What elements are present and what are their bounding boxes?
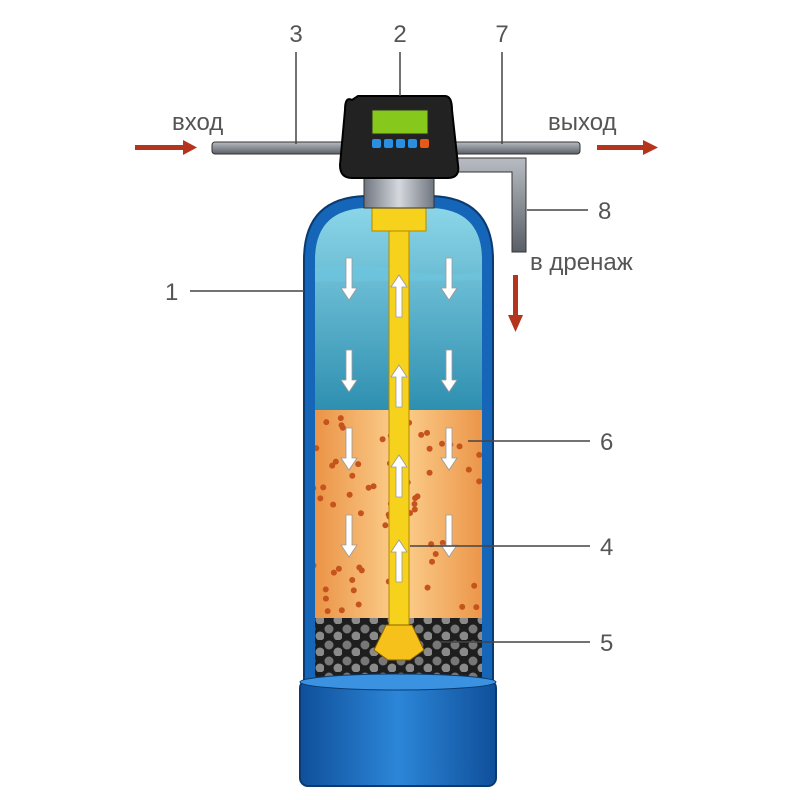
media-grain	[332, 458, 339, 465]
media-grain	[432, 551, 439, 558]
lcd-display	[371, 109, 429, 135]
media-grain	[414, 493, 421, 500]
media-grain	[330, 569, 337, 576]
media-grain	[426, 445, 433, 452]
label-7: 7	[495, 21, 508, 48]
outlet-label: выход	[548, 109, 617, 136]
label-2: 2	[393, 21, 406, 48]
down-arrow-icon	[340, 349, 358, 393]
media-grain	[337, 415, 344, 422]
down-arrow-icon	[340, 514, 358, 558]
down-arrow-icon	[340, 427, 358, 471]
media-grain	[329, 462, 336, 469]
media-grain	[338, 607, 345, 614]
label-3: 3	[289, 21, 302, 48]
media-grain	[322, 586, 329, 593]
media-grain	[424, 584, 431, 591]
media-grain	[456, 443, 463, 450]
media-grain	[356, 564, 363, 571]
media-grain	[382, 522, 389, 529]
up-arrow-icon	[390, 539, 408, 583]
media-grain	[476, 451, 482, 458]
media-grain	[355, 601, 362, 608]
collar	[363, 177, 435, 209]
media-grain	[349, 472, 356, 479]
down-arrow-icon	[440, 257, 458, 301]
control-buttons	[372, 139, 429, 148]
media-grain	[350, 587, 357, 594]
control-valve	[338, 95, 460, 179]
down-arrow-icon	[440, 349, 458, 393]
media-grain	[429, 558, 436, 565]
label-5: 5	[600, 630, 613, 657]
inlet-label: вход	[172, 109, 223, 136]
inlet-pipe	[211, 141, 363, 155]
distributor	[373, 624, 425, 661]
tank-base	[299, 679, 497, 787]
label-6: 6	[600, 429, 613, 456]
riser-top	[371, 204, 427, 232]
outlet-pipe	[439, 141, 581, 155]
media-grain	[439, 440, 446, 447]
media-grain	[418, 431, 425, 438]
media-grain	[355, 461, 362, 468]
media-grain	[370, 483, 377, 490]
media-grain	[379, 436, 386, 443]
media-grain	[338, 422, 345, 429]
media-grain	[365, 484, 372, 491]
media-grain	[471, 582, 478, 589]
media-grain	[459, 603, 466, 610]
drain-arrow-icon	[508, 275, 523, 332]
up-arrow-icon	[390, 454, 408, 498]
media-grain	[357, 510, 364, 517]
media-grain	[424, 429, 431, 436]
media-grain	[411, 501, 418, 508]
media-grain	[315, 445, 320, 452]
label-1: 1	[165, 279, 178, 306]
media-grain	[317, 495, 324, 502]
media-grain	[330, 501, 337, 508]
media-grain	[322, 595, 329, 602]
up-arrow-icon	[390, 274, 408, 318]
label-4: 4	[600, 534, 613, 561]
media-grain	[411, 506, 418, 513]
media-grain	[349, 576, 356, 583]
media-grain	[439, 539, 446, 546]
media-grain	[320, 484, 327, 491]
media-grain	[324, 608, 331, 615]
inlet-arrow-icon	[135, 140, 197, 155]
drain-label: в дренаж	[530, 249, 633, 276]
media-grain	[426, 469, 433, 476]
down-arrow-icon	[340, 257, 358, 301]
media-grain	[335, 565, 342, 572]
label-8: 8	[598, 198, 611, 225]
down-arrow-icon	[440, 427, 458, 471]
media-grain	[465, 466, 472, 473]
media-grain	[323, 419, 330, 426]
up-arrow-icon	[390, 364, 408, 408]
media-grain	[346, 491, 353, 498]
outlet-arrow-icon	[597, 140, 658, 155]
media-grain	[476, 478, 482, 485]
leader-lines	[190, 52, 590, 643]
media-grain	[473, 604, 480, 611]
